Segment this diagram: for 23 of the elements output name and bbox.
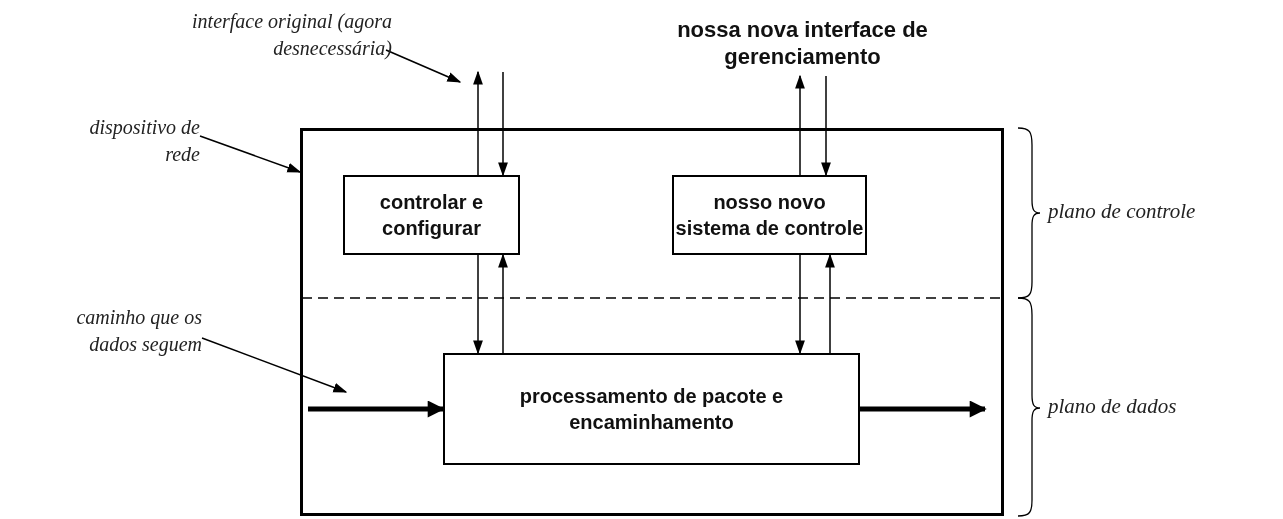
plane-label: plano de controle (1048, 199, 1196, 224)
arrow (498, 71, 508, 177)
arrow (795, 74, 805, 176)
leader-line (385, 49, 462, 83)
process-box: controlar e configurar (343, 175, 520, 255)
annotation-text: dispositivo de rede (80, 108, 200, 174)
arrow (498, 253, 508, 354)
annotation-text: caminho que os dados seguem (30, 298, 202, 364)
process-box: processamento de pacote e encaminhamento (443, 353, 860, 465)
arrow (860, 400, 987, 418)
annotation-text: interface original (agora desnecessária) (178, 6, 392, 64)
heading-text: nossa nova interface de gerenciamento (630, 10, 975, 76)
arrow (473, 254, 483, 355)
arrow (473, 70, 483, 176)
leader-line (201, 337, 348, 393)
arrow (821, 75, 831, 177)
device-box (300, 128, 1004, 516)
arrow (795, 254, 805, 355)
arrow (308, 400, 445, 418)
process-box: nosso novo sistema de controle (672, 175, 867, 255)
plane-label: plano de dados (1048, 394, 1177, 419)
arrow (825, 253, 835, 354)
leader-line (199, 135, 302, 173)
